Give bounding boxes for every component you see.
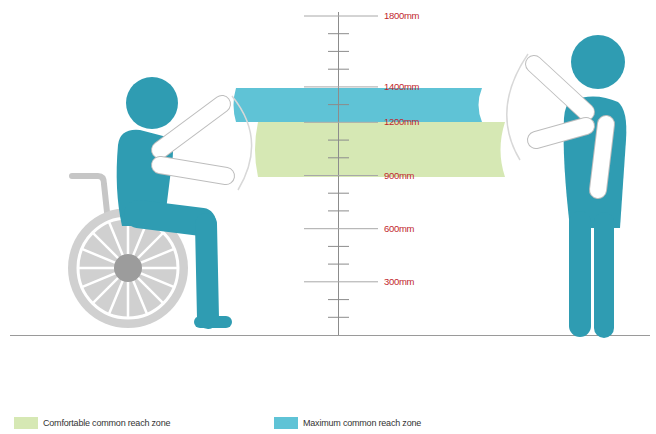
wheel-spokes [78,218,178,318]
person-leg [594,222,614,328]
arm-outline [160,104,222,150]
person-leg [206,224,208,318]
arm-outline [598,124,606,190]
person-torso [564,96,627,228]
ground-line [10,335,650,336]
arm-raised [160,104,222,150]
arm-raised [534,64,586,112]
legend-text: Comfortable common reach zone [43,416,170,430]
person-head [571,35,625,89]
arm-outline [160,165,226,176]
person-foot [200,316,226,328]
maximum-reach-band [234,88,483,122]
reach-arc [507,54,528,160]
arm-down [598,124,606,190]
arm-forward [160,165,226,176]
legend-text: Maximum common reach zone [303,416,421,430]
arm-outline [534,64,586,112]
wheel-hub [114,254,142,282]
legend-swatch [274,417,298,429]
dimension-label: 1200mm [384,115,419,129]
arm-forward [536,126,586,140]
ruler-major-ticks [304,16,378,282]
dimension-label: 900mm [384,169,414,183]
dimension-label: 600mm [384,222,414,236]
ruler-axis [338,12,339,335]
comfortable-reach-band [255,122,505,177]
person-leg [569,222,591,326]
dimension-label: 1800mm [384,9,419,23]
dimension-label: 300mm [384,275,414,289]
legend-swatch [14,417,38,429]
dimension-label: 1400mm [384,80,419,94]
wheel-rim [78,218,178,318]
person-thigh [138,214,202,222]
reach-arc [232,96,252,190]
person-head [126,77,178,129]
arm-outline [536,126,586,140]
